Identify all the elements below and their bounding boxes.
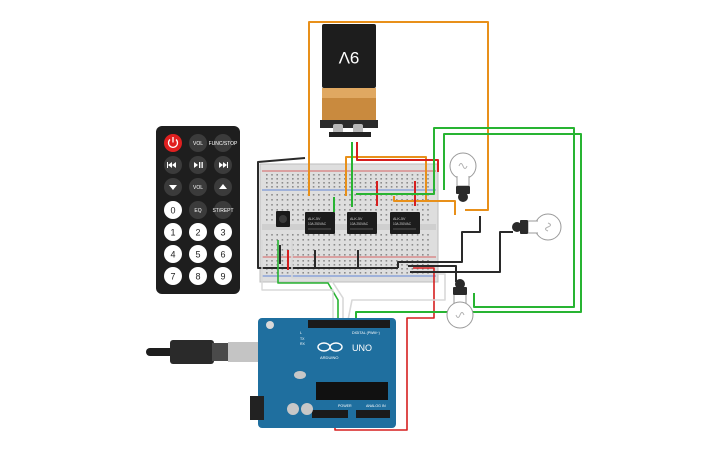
down-button[interactable] [164,178,182,196]
arduino-model: UNO [352,343,372,353]
wire-orange-3 [393,196,456,215]
wire-black-1 [397,216,481,268]
eq-label: EQ [194,208,201,214]
digit-7-button[interactable]: 7 [164,267,182,285]
rewind-button[interactable] [164,156,182,174]
wire-white-1 [291,240,344,320]
digit-8-label: 8 [195,272,200,282]
analog-header[interactable] [356,410,390,418]
wire-black-3 [408,265,457,282]
wire-orange-2 [345,156,427,202]
digit-9-button[interactable]: 9 [214,267,232,285]
rx-label: RX [300,342,306,346]
relay-1-title: ALK-5V [308,217,321,221]
relay-3-title: ALK-5V [393,217,406,221]
func-stop-label: FUNC/STOP [209,141,238,147]
down-arrow-icon [169,185,177,190]
digit-8-button[interactable]: 8 [189,267,207,285]
digit-9-label: 9 [220,272,225,282]
digit-6-button[interactable]: 6 [214,245,232,263]
wire-green-3 [355,133,582,320]
power-button[interactable] [164,134,182,152]
digit-4-label: 4 [170,250,175,260]
vol-up-top-button[interactable]: VOL [189,134,207,152]
digital-label: DIGITAL (PWM~) [352,331,380,335]
digit-grid: 1 2 3 4 5 6 7 8 9 [164,223,232,285]
digit-1-label: 1 [170,228,175,238]
digit-0-label: 0 [170,206,175,216]
lamp-right[interactable] [512,213,562,241]
digit-5-label: 5 [195,250,200,260]
wires [257,21,582,431]
reset-button[interactable] [266,321,274,329]
digit-5-button[interactable]: 5 [189,245,207,263]
arduino-logo [317,342,343,352]
digit-7-label: 7 [170,272,175,282]
fast-forward-button[interactable] [214,156,232,174]
wire-green-ir [277,240,339,320]
digit-3-label: 3 [220,228,225,238]
wire-green-2 [356,127,575,308]
digit-1-button[interactable]: 1 [164,223,182,241]
relay-2-rating: 10A 250VAC [350,222,369,226]
relay-1-rating: 10A 250VAC [308,222,327,226]
power-label: POWER [338,404,352,408]
vol-top-label: VOL [193,141,203,147]
wire-red-arduino [334,267,435,431]
st-rept-label: ST/REPT [212,208,233,214]
wire-white-3 [261,240,334,320]
fast-forward-icon [219,162,228,168]
up-button[interactable] [214,178,232,196]
up-arrow-icon [219,184,227,189]
digital-header[interactable] [308,320,390,328]
func-stop-button[interactable]: FUNC/STOP [209,134,238,152]
vol-button[interactable]: VOL [189,178,207,196]
lamp-top[interactable] [449,152,477,202]
wire-black-frame [257,157,398,269]
tx-label: TX [300,337,305,341]
atmega-chip [316,382,388,400]
rewind-icon [167,162,176,168]
vol-label: VOL [193,185,203,191]
l-label: L [300,331,302,335]
eq-button[interactable]: EQ [189,201,207,219]
digit-6-label: 6 [220,250,225,260]
lamp-bottom[interactable] [446,279,474,329]
digit-2-label: 2 [195,228,200,238]
digit-4-button[interactable]: 4 [164,245,182,263]
wire-red-1 [356,142,439,172]
relay-2-title: ALK-5V [350,217,363,221]
digit-2-button[interactable]: 2 [189,223,207,241]
play-pause-button[interactable] [189,156,207,174]
digit-0-button[interactable]: 0 [164,201,182,219]
arduino-uno[interactable]: UNO ARDUINO DIGITAL (PWM~) POWER ANALOG … [250,318,396,428]
battery-9v[interactable]: 9V [320,24,378,137]
power-header[interactable] [312,410,348,418]
digit-3-button[interactable]: 3 [214,223,232,241]
arduino-brand: ARDUINO [320,355,338,360]
relay-3-rating: 10A 250VAC [393,222,412,226]
wire-orange-1 [308,21,489,211]
usb-cable[interactable] [146,340,274,364]
wire-white-2 [347,273,446,321]
ir-receiver[interactable] [276,211,290,227]
st-rept-button[interactable]: ST/REPT [212,201,234,219]
ir-remote[interactable]: VOL FUNC/STOP [156,126,240,294]
analog-label: ANALOG IN [366,404,386,408]
power-icon [167,137,179,148]
battery-label: 9V [338,48,359,67]
play-pause-icon [194,162,203,168]
